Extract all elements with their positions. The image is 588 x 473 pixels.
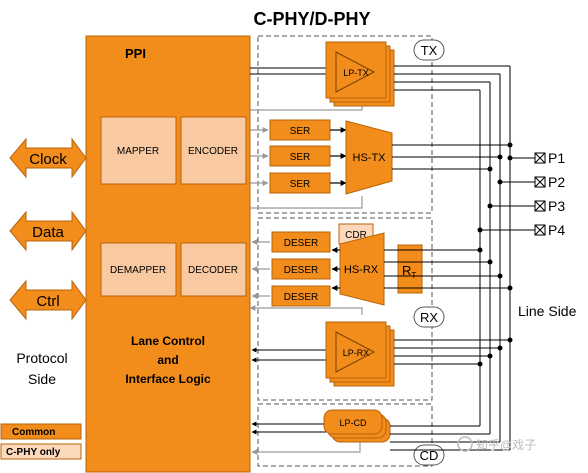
deser-block-1 (271, 231, 331, 253)
protocol-side-line-2: Side (28, 371, 56, 387)
decoder-block (180, 242, 247, 297)
deser-block-3 (271, 285, 331, 307)
rt-block (397, 244, 423, 294)
cd-label: CD (420, 448, 439, 463)
hs-tx-block (345, 120, 393, 195)
ser-label-3: SER (290, 179, 311, 190)
deser-label-2: DESER (284, 265, 318, 276)
black-wires-ppi (250, 67, 326, 435)
deser-label-1: DESER (284, 238, 318, 249)
clock-signal-arrow: Clock (9, 137, 87, 179)
watermark-logo-icon (457, 436, 473, 452)
rt-label-main: R (402, 263, 411, 278)
rx-section-label: RX (413, 306, 445, 328)
data-label: Data (32, 224, 64, 241)
pin-p1: P1 (534, 150, 565, 166)
lp-tx-label: LP-TX (343, 68, 369, 78)
deser-label-3: DESER (284, 292, 318, 303)
decoder-label: DECODER (188, 265, 238, 276)
lane-control-line-2: and (157, 353, 178, 367)
ser-blocks: SER SER SER (269, 119, 331, 194)
mapper-label: MAPPER (117, 146, 159, 157)
demapper-block (100, 242, 177, 297)
lane-control-line-3: Interface Logic (125, 372, 211, 386)
lp-cd-stack: LP-CD (323, 409, 391, 443)
legend-cphy-swatch (0, 443, 82, 460)
ctrl-signal-arrow: Ctrl (9, 279, 87, 321)
ppi-label: PPI (125, 46, 146, 61)
legend-common-swatch (0, 423, 82, 440)
ser-label-1: SER (290, 126, 311, 137)
pin-p2: P2 (534, 174, 565, 190)
cdr-label: CDR (345, 230, 367, 241)
hs-rx-block (339, 232, 385, 306)
protocol-side-line-1: Protocol (16, 350, 67, 366)
encoder-label: ENCODER (188, 146, 238, 157)
lane-control-text: Lane Control and Interface Logic (125, 334, 211, 386)
cd-section-box (257, 403, 433, 467)
junction-dots (477, 142, 513, 367)
mapper-block (100, 116, 177, 185)
line-side-wires (384, 65, 535, 451)
lp-rx-stack: LP-RX (325, 321, 395, 387)
encoder-block (180, 116, 247, 185)
lane-control-line-1: Lane Control (131, 334, 205, 348)
rx-label: RX (420, 310, 438, 325)
diagram-title: C-PHY/D-PHY (253, 9, 370, 29)
legend-cphy-label: C-PHY only (6, 447, 61, 458)
lp-tx-stack: LP-TX (325, 41, 395, 107)
pin-p2-label: P2 (548, 174, 565, 190)
watermark-text: 知乎@戏子 (476, 438, 536, 452)
tx-label: TX (421, 43, 438, 58)
ctrl-label: Ctrl (36, 293, 59, 310)
pin-p4: P4 (534, 222, 565, 238)
tx-section-label: TX (413, 39, 445, 61)
legend-common-label: Common (12, 427, 55, 438)
hsrx-to-deser-wires (331, 247, 340, 291)
pin-p3: P3 (534, 198, 565, 214)
lp-cd-label: LP-CD (339, 418, 367, 428)
cd-section-label: CD (413, 444, 445, 466)
ser-to-hstx-wires (330, 127, 347, 186)
pin-p4-label: P4 (548, 222, 565, 238)
demapper-label: DEMAPPER (110, 265, 166, 276)
pin-p3-label: P3 (548, 198, 565, 214)
pin-p1-label: P1 (548, 150, 565, 166)
data-signal-arrow: Data (9, 210, 87, 252)
deser-blocks: DESER DESER DESER (271, 231, 331, 307)
legend: Common C-PHY only (0, 423, 82, 460)
line-side-label: Line Side (518, 303, 577, 319)
clock-label: Clock (29, 151, 67, 168)
ser-label-2: SER (290, 152, 311, 163)
hs-rx-label: HS-RX (344, 264, 379, 276)
hs-tx-label: HS-TX (353, 152, 387, 164)
lp-rx-label: LP-RX (343, 348, 370, 358)
watermark: 知乎@戏子 (457, 436, 536, 452)
deser-block-2 (271, 258, 331, 280)
